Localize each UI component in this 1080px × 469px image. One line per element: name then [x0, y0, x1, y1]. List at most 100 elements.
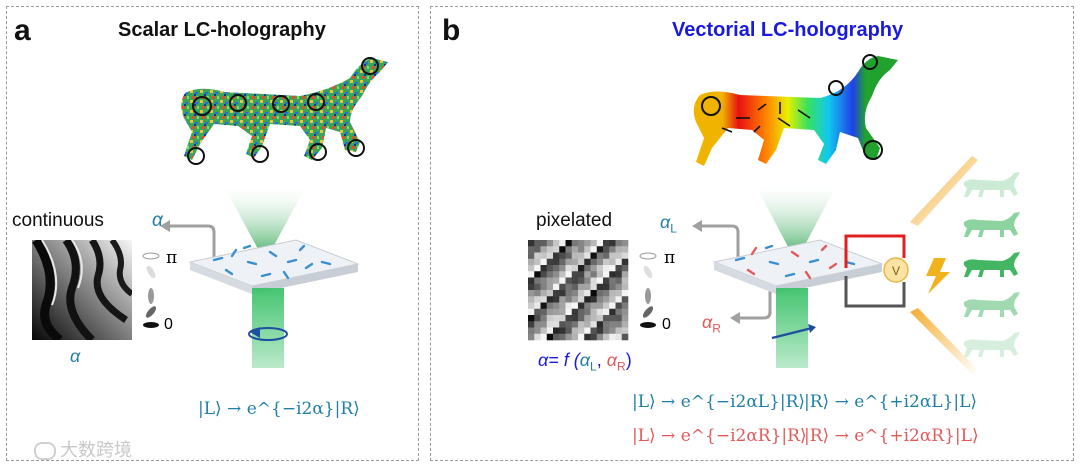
map-pixel — [590, 308, 598, 316]
map-pixel — [609, 265, 616, 272]
map-pixel — [546, 290, 554, 297]
map-pixel — [578, 283, 585, 291]
map-pixel — [584, 265, 591, 272]
map-pixel — [571, 240, 579, 247]
map-pixel — [540, 246, 548, 253]
panel-b — [430, 6, 1074, 461]
map-pixel — [540, 308, 548, 316]
map-pixel — [559, 315, 566, 322]
map-pixel — [590, 302, 598, 310]
map-pixel — [528, 327, 535, 335]
formula-alpha-r: α — [606, 350, 618, 370]
equation-b-row1-left: |L⟩ → e^{−i2αL}|R⟩ — [632, 392, 806, 412]
map-pixel — [578, 290, 585, 297]
watermark-text: 大数跨境 — [60, 440, 132, 460]
equation-b-row2-left: |L⟩ → e^{−i2αR}|R⟩ — [632, 426, 807, 446]
map-pixel — [578, 271, 585, 278]
map-pixel — [621, 327, 629, 335]
map-pixel — [559, 283, 566, 291]
map-pixel — [571, 302, 579, 310]
map-pixel — [615, 308, 623, 316]
map-pixel — [615, 240, 623, 247]
alpha-r-label: αR — [702, 312, 721, 336]
alpha-l-sub: L — [670, 221, 677, 236]
map-pixel — [546, 296, 554, 303]
map-pixel — [546, 246, 554, 253]
map-pixel — [546, 315, 554, 322]
map-pixel — [621, 296, 629, 303]
map-pixel — [534, 246, 541, 253]
map-pixel — [559, 246, 566, 253]
map-pixel — [553, 333, 560, 341]
switched-cat — [963, 172, 1020, 197]
map-pixel — [615, 315, 623, 322]
map-pixel — [559, 290, 566, 297]
map-pixel — [540, 265, 548, 272]
map-pixel — [621, 265, 629, 272]
map-pixel — [621, 290, 629, 297]
map-pixel — [609, 333, 616, 341]
map-pixel — [590, 296, 598, 303]
vectorial-cat-hologram — [693, 56, 898, 166]
zero-label-b: 0 — [662, 316, 671, 333]
map-pixel — [596, 321, 604, 328]
map-pixel — [559, 296, 566, 303]
switched-cat — [963, 212, 1020, 237]
continuous-alpha-map — [32, 240, 132, 340]
lc-orientation-legend-a — [142, 252, 160, 328]
map-pixel — [609, 327, 616, 335]
map-pixel — [565, 277, 573, 285]
map-pixel — [603, 246, 610, 253]
map-pixel — [578, 315, 585, 322]
pixelated-alpha-map — [528, 240, 629, 341]
map-pixel — [609, 252, 616, 260]
map-pixel — [603, 240, 610, 247]
map-pixel — [615, 258, 623, 266]
map-pixel — [621, 258, 629, 266]
map-pixel — [565, 315, 573, 322]
map-pixel — [584, 302, 591, 310]
map-pixel — [540, 302, 548, 310]
map-pixel — [603, 327, 610, 335]
alpha-l-symbol: α — [660, 212, 671, 232]
map-pixel — [534, 277, 541, 285]
map-pixel — [578, 321, 585, 328]
map-pixel — [528, 302, 535, 310]
map-pixel — [571, 333, 579, 341]
map-pixel — [528, 265, 535, 272]
map-pixel — [540, 315, 548, 322]
map-pixel — [528, 246, 535, 253]
voltage-source — [883, 257, 909, 283]
scalar-cat-hologram — [181, 58, 388, 160]
map-pixel — [546, 271, 554, 278]
panel-a-label: a — [14, 14, 31, 47]
map-pixel — [621, 333, 629, 341]
map-pixel — [590, 327, 598, 335]
map-pixel — [571, 258, 579, 266]
map-pixel — [546, 327, 554, 335]
map-pixel — [584, 321, 591, 328]
map-pixel — [528, 258, 535, 266]
map-pixel — [603, 283, 610, 291]
pi-label-b: π — [664, 248, 676, 268]
map-pixel — [534, 315, 541, 322]
map-pixel — [603, 296, 610, 303]
lightning-bolt-icon — [926, 258, 950, 294]
map-pixel — [615, 265, 623, 272]
map-pixel — [596, 277, 604, 285]
map-pixel — [559, 327, 566, 335]
map-pixel — [571, 283, 579, 291]
map-pixel — [590, 283, 598, 291]
map-pixel — [559, 308, 566, 316]
formula-alpha-r-sub: R — [617, 359, 626, 374]
map-pixel — [590, 271, 598, 278]
pixelated-label: pixelated — [536, 210, 613, 231]
alpha-r-symbol: α — [702, 312, 713, 332]
map-pixel — [571, 327, 579, 335]
map-pixel — [578, 265, 585, 272]
map-pixel — [565, 321, 573, 328]
vortex-circles-a — [187, 57, 379, 165]
map-pixel — [559, 240, 566, 247]
projection-cone-a — [225, 188, 305, 262]
